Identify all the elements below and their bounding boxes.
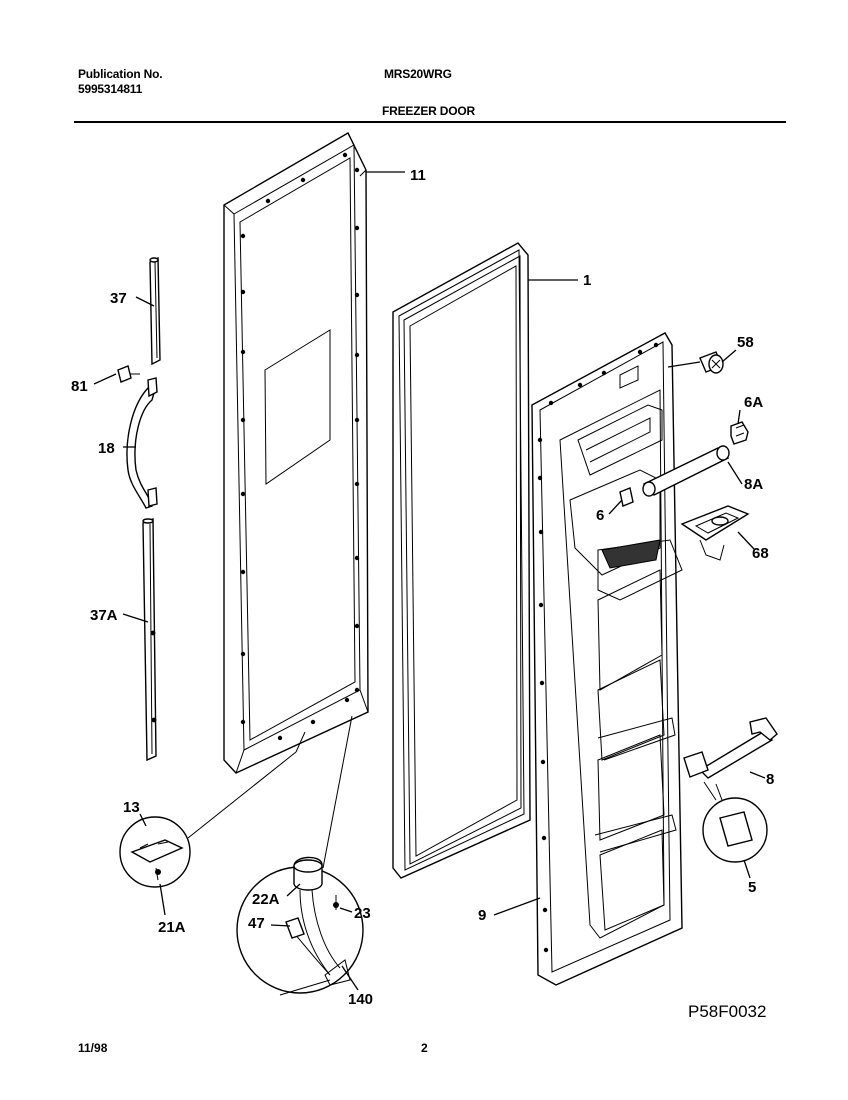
publication-number: 5995314811 — [78, 82, 143, 96]
callout-37A: 37A — [90, 607, 118, 624]
callout-140: 140 — [348, 991, 373, 1008]
callout-9: 9 — [478, 907, 486, 924]
detail-circle-part-5 — [702, 781, 768, 863]
callout-47: 47 — [248, 915, 265, 932]
header-rule — [74, 121, 786, 123]
callout-6A: 6A — [744, 394, 763, 411]
strip-part-37A — [142, 517, 157, 762]
callout-1: 1 — [583, 272, 591, 289]
callout-58: 58 — [737, 334, 754, 351]
callout-18: 18 — [98, 440, 115, 457]
gasket-part-1 — [392, 242, 531, 879]
page-number: 2 — [421, 1041, 428, 1055]
callout-6: 6 — [596, 507, 604, 524]
callout-11: 11 — [410, 167, 426, 184]
section-title: FREEZER DOOR — [382, 104, 475, 118]
callout-8A: 8A — [744, 476, 763, 493]
hinge-detail-part-13 — [119, 731, 306, 888]
callout-8: 8 — [766, 771, 774, 788]
diagram-id: P58F0032 — [688, 1002, 767, 1021]
callout-13: 13 — [123, 799, 140, 816]
screw-part-81 — [117, 365, 140, 383]
callout-labels: 11 1 58 6A 8A 6 68 37 81 18 37A 8 5 13 2… — [71, 167, 774, 1008]
door-panel-part-11 — [223, 132, 369, 774]
handle-part-18 — [126, 377, 158, 509]
callout-5: 5 — [748, 879, 756, 896]
publication-label: Publication No. — [78, 67, 163, 81]
strip-part-37 — [149, 256, 161, 366]
thermostat-detail-circle — [236, 715, 364, 996]
model-number: MRS20WRG — [384, 67, 452, 81]
clip-part-6A — [730, 421, 749, 445]
dispenser-paddle-part-68 — [680, 505, 750, 561]
callout-21A: 21A — [158, 919, 186, 936]
footer-date: 11/98 — [78, 1041, 108, 1055]
clip-part-6 — [619, 487, 634, 507]
callout-37: 37 — [110, 290, 127, 307]
callout-23: 23 — [354, 905, 371, 922]
door-liner-part-9 — [531, 332, 683, 986]
callout-68: 68 — [752, 545, 769, 562]
leader-lines — [93, 171, 766, 991]
bar-part-8A — [642, 445, 730, 497]
callout-81: 81 — [71, 378, 88, 395]
callout-22A: 22A — [252, 891, 280, 908]
screw-part-58 — [699, 351, 724, 374]
bracket-part-8 — [683, 717, 778, 779]
